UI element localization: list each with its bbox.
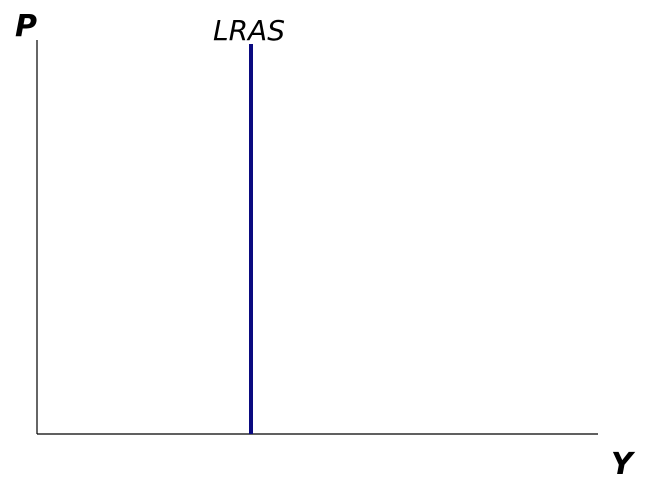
lras-label: LRAS xyxy=(213,14,285,47)
x-axis-label: Y xyxy=(611,447,636,482)
y-axis-label: P xyxy=(15,9,37,44)
